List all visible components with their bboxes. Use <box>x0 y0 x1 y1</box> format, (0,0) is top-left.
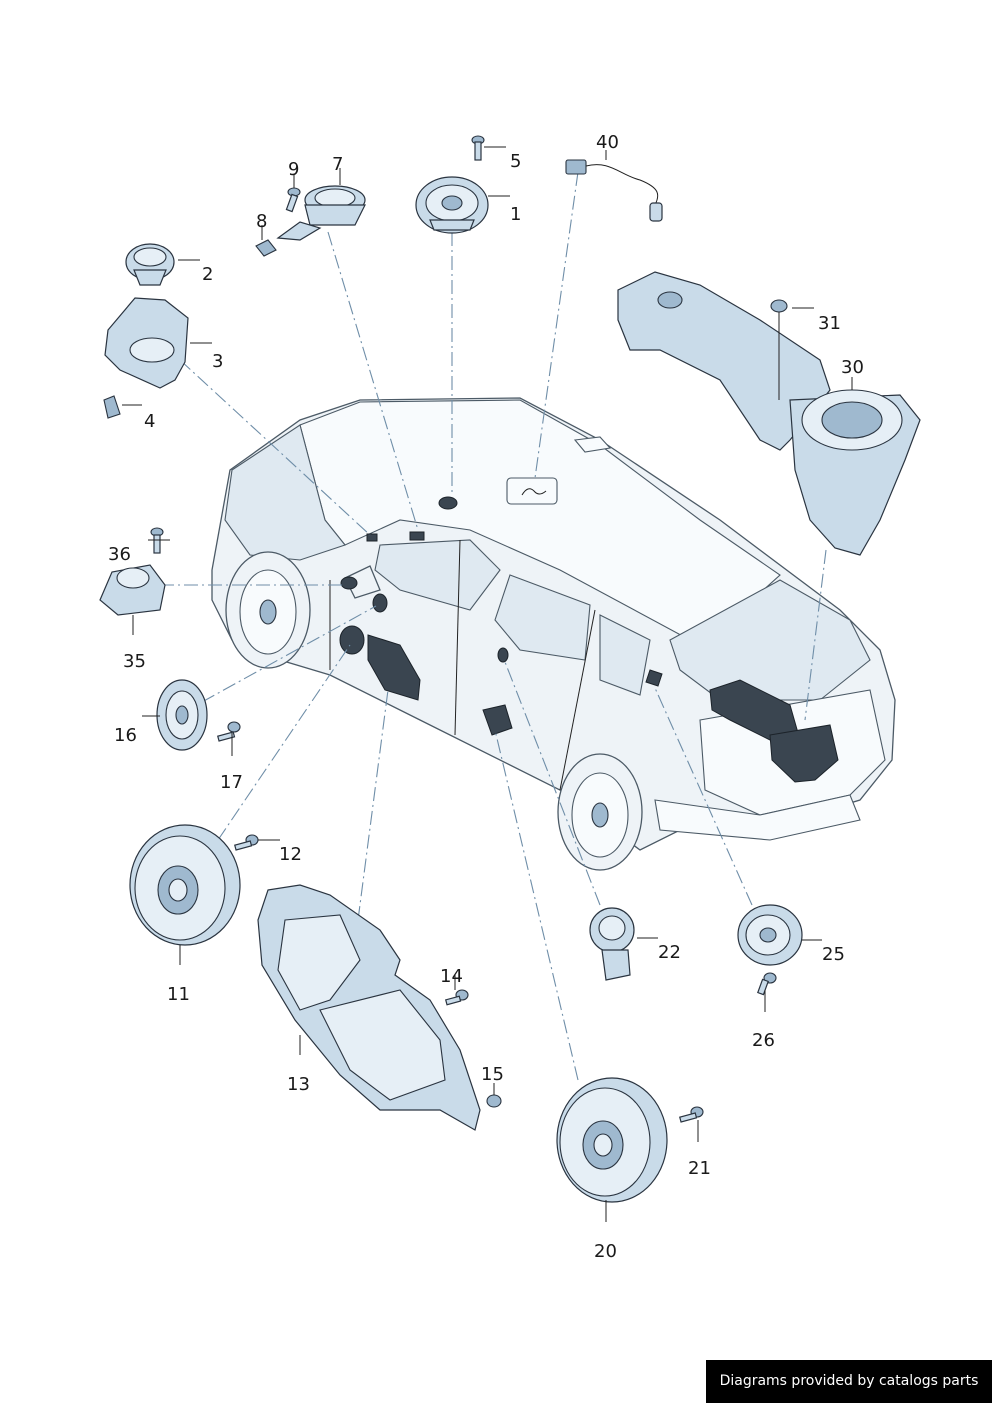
part-16-speaker <box>142 679 208 751</box>
part-13-door-housing <box>257 884 481 1131</box>
part-17-screw <box>217 721 241 756</box>
label-13: 13 <box>287 1074 310 1095</box>
label-9: 9 <box>288 159 299 180</box>
part-2-tweeter <box>125 243 200 286</box>
part-1-speaker <box>415 176 510 234</box>
label-30: 30 <box>841 357 864 378</box>
label-40: 40 <box>596 132 619 153</box>
part-4-clip <box>103 395 142 419</box>
label-35: 35 <box>123 651 146 672</box>
label-14: 14 <box>440 966 463 987</box>
label-5: 5 <box>510 151 521 172</box>
label-21: 21 <box>688 1158 711 1179</box>
dashed-leaders <box>160 171 827 1081</box>
vehicle-body <box>211 397 896 871</box>
part-21-screw <box>679 1106 704 1142</box>
part-30-subwoofer-box <box>617 271 921 556</box>
label-11: 11 <box>167 984 190 1005</box>
label-1: 1 <box>510 204 521 225</box>
label-20: 20 <box>594 1241 617 1262</box>
part-8-clip <box>255 225 277 257</box>
part-15-nut <box>486 1083 502 1108</box>
part-40-cable <box>565 150 663 222</box>
label-2: 2 <box>202 264 213 285</box>
part-36-screw <box>148 527 170 554</box>
label-15: 15 <box>481 1064 504 1085</box>
label-25: 25 <box>822 944 845 965</box>
part-35-tweeter <box>99 564 166 635</box>
label-22: 22 <box>658 942 681 963</box>
part-labels: 1 2 3 4 5 7 8 9 11 12 13 14 15 16 17 20 … <box>108 132 864 1262</box>
label-36: 36 <box>108 544 131 565</box>
part-12-screw <box>234 834 280 851</box>
part-3-housing <box>104 297 212 389</box>
part-31-nut <box>770 299 814 400</box>
part-26-screw <box>757 972 777 1012</box>
part-25-speaker <box>737 904 822 966</box>
label-17: 17 <box>220 772 243 793</box>
part-14-screw <box>444 975 469 1006</box>
label-26: 26 <box>752 1030 775 1051</box>
label-12: 12 <box>279 844 302 865</box>
part-9-screw <box>285 175 301 213</box>
label-7: 7 <box>332 154 343 175</box>
footer-credit: Diagrams provided by catalogs parts <box>706 1360 992 1403</box>
label-8: 8 <box>256 211 267 232</box>
part-11-woofer <box>129 824 241 965</box>
label-16: 16 <box>114 725 137 746</box>
label-3: 3 <box>212 351 223 372</box>
part-22-tweeter <box>589 907 658 981</box>
part-7-tweeter-bracket <box>276 168 366 241</box>
part-5-screw <box>471 135 506 161</box>
label-4: 4 <box>144 411 155 432</box>
part-20-woofer <box>556 1077 668 1222</box>
label-31: 31 <box>818 313 841 334</box>
